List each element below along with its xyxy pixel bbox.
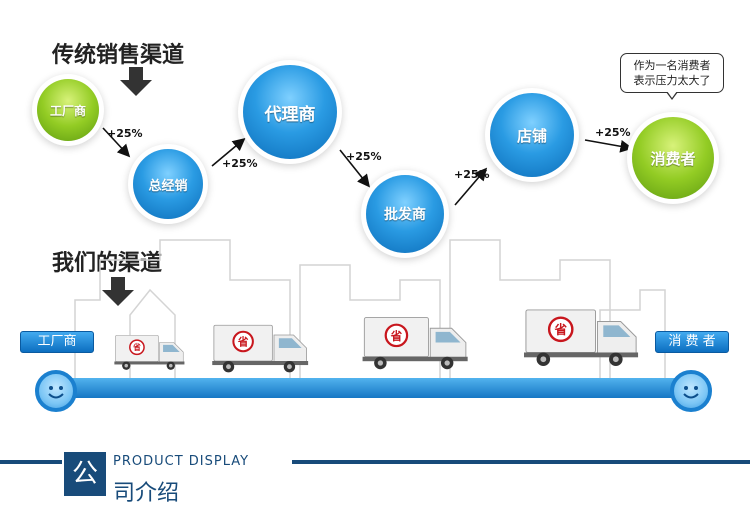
node-manufacturer: 工厂商 bbox=[37, 79, 99, 141]
footer-divider-left bbox=[0, 460, 62, 464]
footer-chinese-title: 司介绍 bbox=[113, 481, 180, 506]
truck-badge-text: 省 bbox=[237, 336, 249, 349]
start-label-sign: 工厂商 bbox=[20, 331, 94, 353]
markup-label: +25% bbox=[595, 126, 631, 139]
markup-label: +25% bbox=[454, 168, 490, 181]
city-skyline bbox=[74, 239, 666, 380]
speech-bubble-tail-inner bbox=[667, 91, 677, 98]
smiley-face-icon bbox=[683, 386, 699, 399]
footer-divider-right bbox=[292, 460, 750, 464]
connector-arrow bbox=[339, 149, 370, 188]
markup-label: +25% bbox=[346, 150, 382, 163]
end-label-sign: 消 费 者 bbox=[655, 331, 729, 353]
node-agent: 代理商 bbox=[243, 65, 337, 159]
traditional-channel-heading: 传统销售渠道 bbox=[52, 43, 185, 68]
down-arrow-icon bbox=[120, 67, 152, 96]
delivery-truck-icon: 省 bbox=[114, 335, 185, 370]
connector-arrow bbox=[102, 127, 131, 158]
speech-bubble: 作为一名消费者 表示压力太大了 bbox=[620, 53, 724, 93]
down-arrow-icon bbox=[102, 277, 134, 306]
markup-label: +25% bbox=[107, 127, 143, 140]
node-wholesaler: 批发商 bbox=[366, 175, 444, 253]
node-consumer: 消费者 bbox=[632, 117, 714, 199]
our-channel-heading: 我们的渠道 bbox=[52, 251, 163, 276]
connector-arrow bbox=[454, 167, 488, 206]
smiley-end-icon bbox=[670, 370, 712, 412]
direct-channel-road bbox=[48, 378, 708, 398]
node-general-distributor: 总经销 bbox=[133, 149, 203, 219]
truck-badge-text: 省 bbox=[553, 322, 567, 337]
markup-label: +25% bbox=[222, 157, 258, 170]
delivery-truck-icon: 省 bbox=[212, 324, 309, 373]
chain-connectors bbox=[102, 127, 634, 206]
connector-arrow bbox=[584, 139, 634, 153]
speech-line-2: 表示压力太大了 bbox=[633, 74, 711, 87]
smiley-start-icon bbox=[35, 370, 77, 412]
node-store: 店铺 bbox=[490, 93, 574, 177]
footer-title-icon-box: 公 bbox=[64, 452, 106, 496]
smiley-face-icon bbox=[48, 386, 64, 399]
footer-english-title: PRODUCT DISPLAY bbox=[113, 454, 250, 469]
truck-badge-text: 省 bbox=[132, 342, 141, 352]
speech-line-1: 作为一名消费者 bbox=[633, 59, 711, 72]
delivery-truck-icon: 省 bbox=[362, 317, 468, 370]
truck-badge-text: 省 bbox=[390, 329, 403, 343]
delivery-truck-icon: 省 bbox=[524, 309, 639, 366]
connector-arrow bbox=[211, 137, 246, 167]
